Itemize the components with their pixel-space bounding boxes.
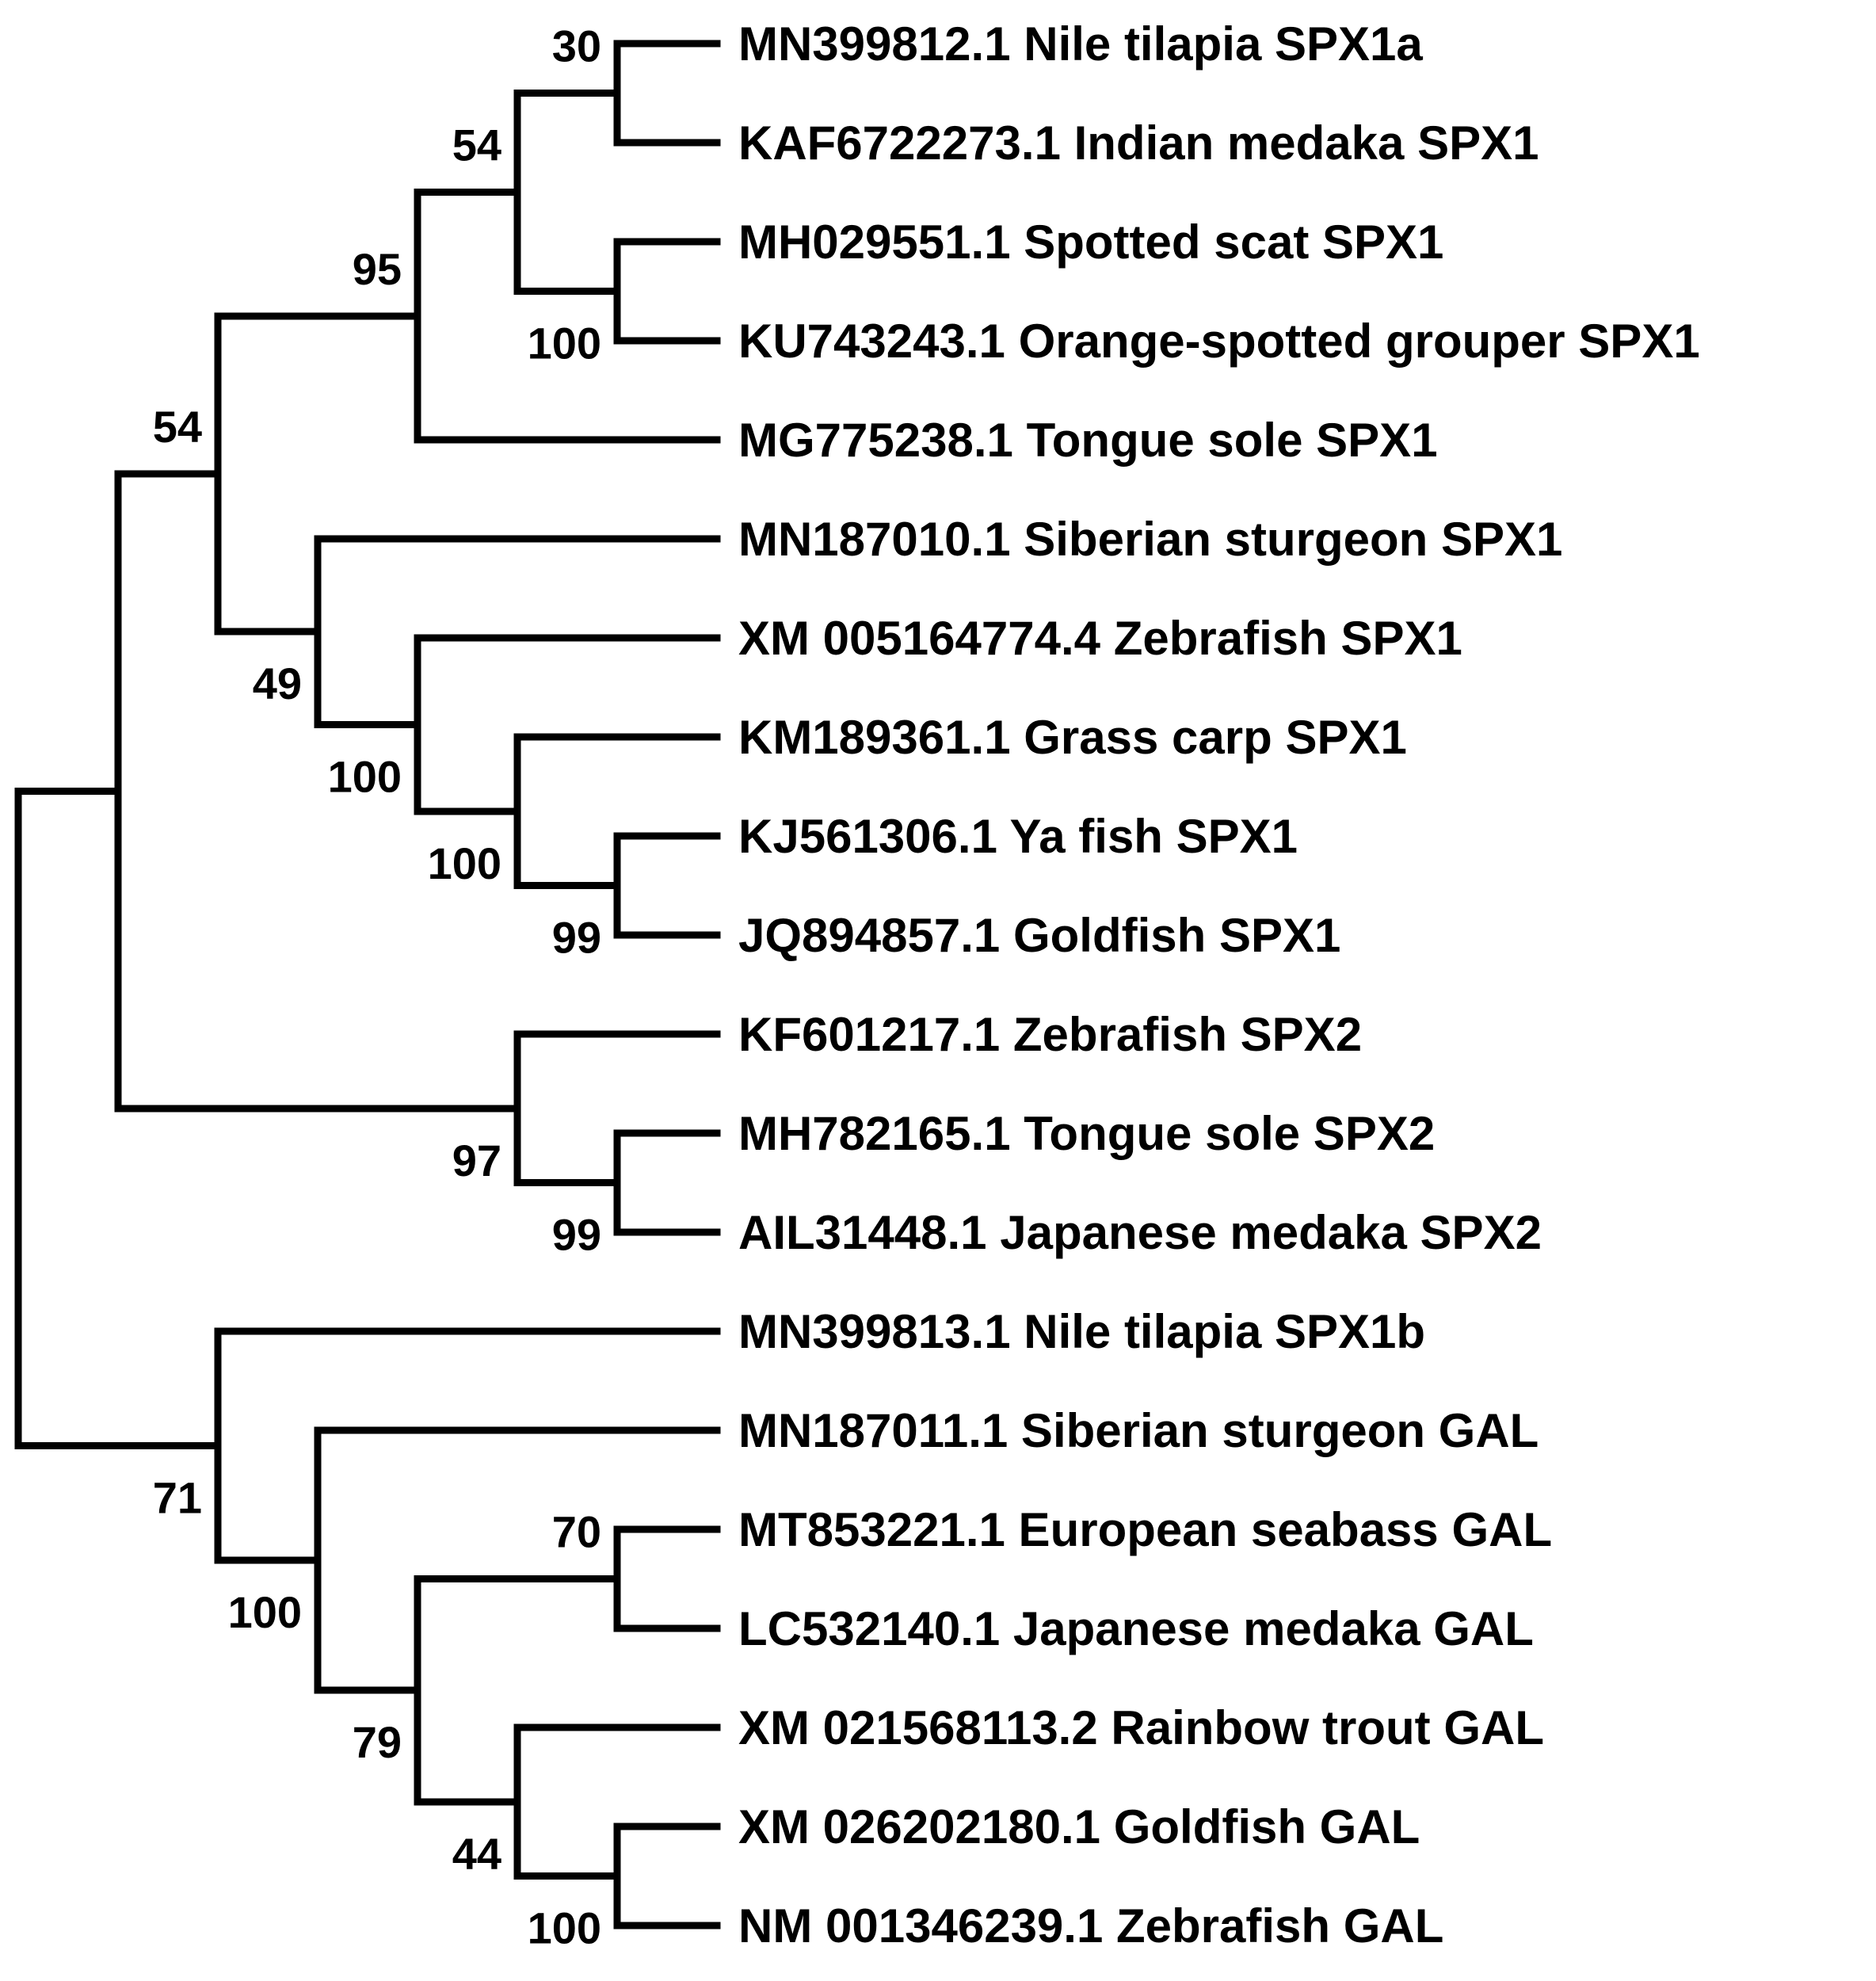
bootstrap-value: 100 xyxy=(528,319,601,368)
taxon-label: MN187011.1 Siberian sturgeon GAL xyxy=(738,1404,1539,1457)
bootstrap-value: 97 xyxy=(452,1136,501,1185)
bootstrap-value: 95 xyxy=(353,244,402,294)
taxon-label: NM 001346239.1 Zebrafish GAL xyxy=(738,1899,1443,1952)
bootstrap-value: 79 xyxy=(353,1717,402,1767)
bootstrap-value: 100 xyxy=(328,751,402,801)
bootstrap-value: 100 xyxy=(228,1587,302,1637)
bootstrap-value: 49 xyxy=(253,658,302,708)
taxon-label: MN399813.1 Nile tilapia SPX1b xyxy=(738,1305,1425,1358)
bootstrap-value: 30 xyxy=(552,21,601,71)
taxon-label: KF601217.1 Zebrafish SPX2 xyxy=(738,1008,1362,1061)
taxon-label: AIL31448.1 Japanese medaka SPX2 xyxy=(738,1206,1542,1259)
taxon-label: JQ894857.1 Goldfish SPX1 xyxy=(738,909,1340,962)
taxon-label: MH782165.1 Tongue sole SPX2 xyxy=(738,1107,1435,1160)
bootstrap-value: 100 xyxy=(428,838,501,888)
taxon-label: LC532140.1 Japanese medaka GAL xyxy=(738,1602,1534,1655)
taxon-label: XM 021568113.2 Rainbow trout GAL xyxy=(738,1701,1544,1754)
bootstrap-value: 99 xyxy=(552,1210,601,1260)
bootstrap-value: 44 xyxy=(452,1829,501,1879)
taxon-label: KJ561306.1 Ya fish SPX1 xyxy=(738,810,1298,863)
bootstrap-value: 100 xyxy=(528,1903,601,1953)
taxon-label: MT853221.1 European seabass GAL xyxy=(738,1503,1552,1556)
taxon-label: MN187010.1 Siberian sturgeon SPX1 xyxy=(738,513,1562,566)
taxon-label: XM 026202180.1 Goldfish GAL xyxy=(738,1800,1420,1853)
taxon-label: XM 005164774.4 Zebrafish SPX1 xyxy=(738,612,1462,665)
bootstrap-value: 54 xyxy=(153,402,202,452)
taxon-label: MN399812.1 Nile tilapia SPX1a xyxy=(738,17,1423,71)
taxon-label: MG775238.1 Tongue sole SPX1 xyxy=(738,414,1438,467)
taxon-label: MH029551.1 Spotted scat SPX1 xyxy=(738,216,1443,269)
bootstrap-value: 70 xyxy=(552,1507,601,1557)
bootstrap-value: 54 xyxy=(452,120,501,170)
taxon-label: KM189361.1 Grass carp SPX1 xyxy=(738,711,1407,764)
bootstrap-value: 71 xyxy=(153,1473,202,1523)
bootstrap-value: 99 xyxy=(552,913,601,963)
taxon-label: KU743243.1 Orange-spotted grouper SPX1 xyxy=(738,315,1700,368)
taxon-label: KAF6722273.1 Indian medaka SPX1 xyxy=(738,116,1539,170)
